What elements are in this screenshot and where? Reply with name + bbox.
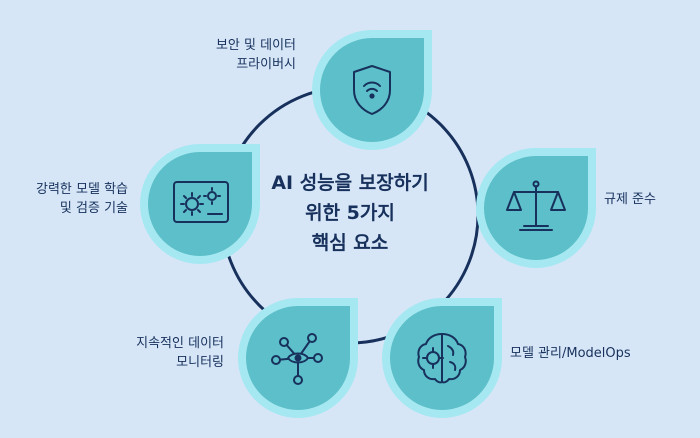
balance-scale-icon <box>506 180 566 231</box>
center-title: AI 성능을 보장하기 위한 5가지 핵심 요소 <box>250 168 450 258</box>
center-title-line-3: 핵심 요소 <box>311 232 389 254</box>
node-model-ops <box>380 296 504 420</box>
label-training-line-2: 및 검증 기술 <box>59 201 128 216</box>
shield-wifi-icon <box>353 65 391 115</box>
label-security: 보안 및 데이터 프라이버시 <box>216 36 296 74</box>
node-security <box>310 28 434 152</box>
node-monitoring <box>236 296 360 420</box>
label-regulation: 규제 준수 <box>604 190 656 209</box>
node-regulation <box>474 146 598 270</box>
node-training <box>138 142 262 266</box>
brain-gear-icon <box>417 333 467 384</box>
center-title-line-2: 위한 5가지 <box>305 202 395 224</box>
label-monitoring-line-2: 모니터링 <box>176 355 224 370</box>
label-regulation-line-1: 규제 준수 <box>604 192 656 207</box>
label-security-line-2: 프라이버시 <box>236 57 296 72</box>
label-security-line-1: 보안 및 데이터 <box>215 38 296 53</box>
label-model-ops-line-1: 모델 관리/ModelOps <box>510 346 631 361</box>
label-monitoring: 지속적인 데이터 모니터링 <box>136 334 224 372</box>
label-training: 강력한 모델 학습 및 검증 기술 <box>36 180 128 218</box>
label-monitoring-line-1: 지속적인 데이터 <box>136 336 224 351</box>
label-model-ops: 모델 관리/ModelOps <box>510 344 631 363</box>
center-title-line-1: AI 성능을 보장하기 <box>271 172 429 194</box>
label-training-line-1: 강력한 모델 학습 <box>36 182 128 197</box>
network-eye-icon <box>271 333 323 385</box>
gears-panel-icon <box>173 181 229 223</box>
